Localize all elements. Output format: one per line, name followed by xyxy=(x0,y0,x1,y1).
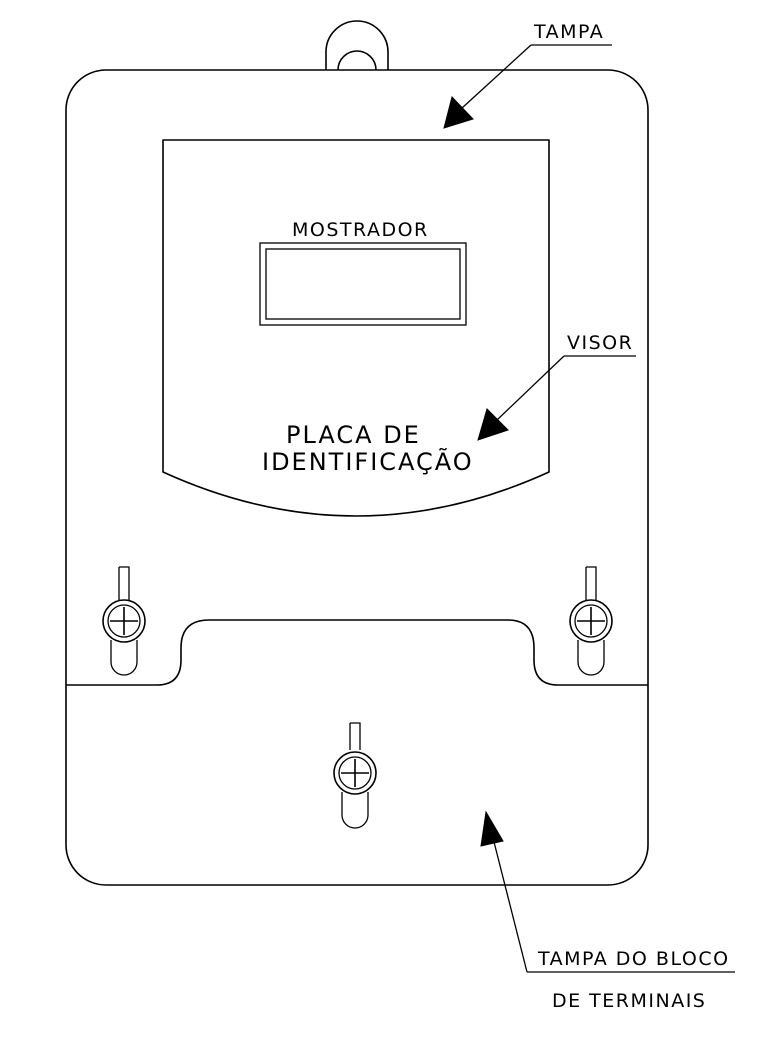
label-placa-line1: PLACA DE xyxy=(286,421,421,449)
leader-arrow-icon xyxy=(480,810,735,973)
display-frame xyxy=(259,242,467,326)
label-mostrador: MOSTRADOR xyxy=(292,219,429,241)
meter-body xyxy=(65,69,649,886)
visor-window xyxy=(162,139,550,517)
screw-icon xyxy=(102,566,146,676)
screw-icon xyxy=(333,722,377,829)
leader-arrow-icon xyxy=(477,355,636,441)
terminal-cover-outline xyxy=(66,619,648,686)
label-tampa-bloco-line1: TAMPA DO BLOCO xyxy=(537,948,730,970)
leader-arrow-icon xyxy=(443,44,612,129)
label-tampa-bloco-line2: DE TERMINAIS xyxy=(552,990,706,1012)
hanger-ring-icon xyxy=(325,20,389,71)
label-visor: VISOR xyxy=(567,332,633,354)
label-tampa: TAMPA xyxy=(533,21,604,43)
label-placa-line2: IDENTIFICAÇÃO xyxy=(262,446,474,476)
screw-icon xyxy=(569,566,613,676)
